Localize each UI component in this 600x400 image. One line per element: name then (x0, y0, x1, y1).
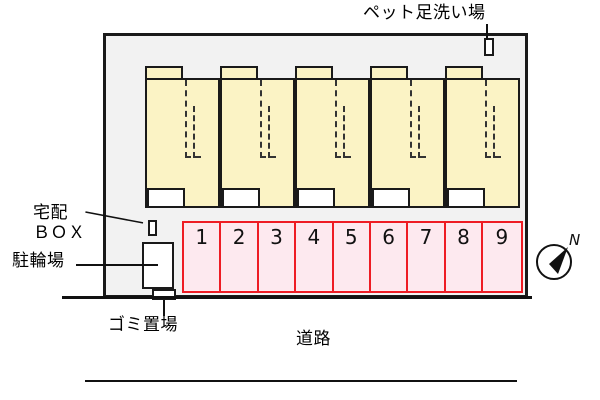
parking-stall-5[interactable]: 5 (334, 223, 371, 291)
unit-entrance (147, 188, 185, 208)
unit-body (445, 78, 520, 208)
pet-wash-leader-line (486, 24, 488, 40)
unit-entrance (372, 188, 410, 208)
parking-stall-6[interactable]: 6 (371, 223, 409, 291)
unit-entrance (222, 188, 260, 208)
bicycle-parking-leader-line (76, 264, 158, 266)
parking-stall-2[interactable]: 2 (221, 223, 259, 291)
unit-stair-inner-dashed-icon (493, 106, 501, 158)
parking-area: 1 2 3 4 5 6 7 8 9 (182, 221, 523, 293)
compass-rose-icon: N (536, 232, 580, 280)
parking-stall-4[interactable]: 4 (296, 223, 334, 291)
compass-north-letter: N (569, 232, 580, 249)
site-frontage-line (62, 296, 532, 299)
delivery-box-marker (148, 220, 157, 236)
building-unit-3 (295, 66, 370, 208)
building-unit-5 (445, 66, 520, 208)
building-unit-4 (370, 66, 445, 208)
parking-stall-7[interactable]: 7 (408, 223, 446, 291)
parking-stall-3[interactable]: 3 (259, 223, 297, 291)
trash-area-marker (152, 289, 176, 300)
unit-entrance (447, 188, 485, 208)
unit-stair-inner-dashed-icon (193, 106, 201, 158)
parking-stall-8[interactable]: 8 (446, 223, 484, 291)
unit-stair-inner-dashed-icon (268, 106, 276, 158)
bottom-divider-rule (85, 380, 517, 382)
unit-entrance (297, 188, 335, 208)
bicycle-parking-label: 駐輪場 (12, 251, 65, 271)
building-unit-2 (220, 66, 295, 208)
delivery-box-label-line2: ＢＯＸ (33, 222, 86, 243)
unit-body (370, 78, 445, 208)
trash-area-leader-line (163, 300, 165, 316)
parking-stall-1[interactable]: 1 (184, 223, 222, 291)
unit-body (145, 78, 220, 208)
delivery-box-leader-line (85, 211, 144, 224)
pet-wash-station-marker (484, 38, 494, 56)
pet-wash-label: ペット足洗い場 (363, 3, 486, 23)
unit-stair-inner-dashed-icon (343, 106, 351, 158)
unit-stair-inner-dashed-icon (418, 106, 426, 158)
delivery-box-label-line1: 宅配 (33, 203, 68, 223)
road-label: 道路 (296, 329, 331, 349)
unit-body (220, 78, 295, 208)
delivery-box-label: 宅配 ＢＯＸ (33, 203, 86, 243)
building-unit-1 (145, 66, 220, 208)
trash-area-label: ゴミ置場 (108, 315, 178, 335)
parking-stall-9[interactable]: 9 (495, 225, 509, 249)
apartment-building (145, 66, 520, 208)
